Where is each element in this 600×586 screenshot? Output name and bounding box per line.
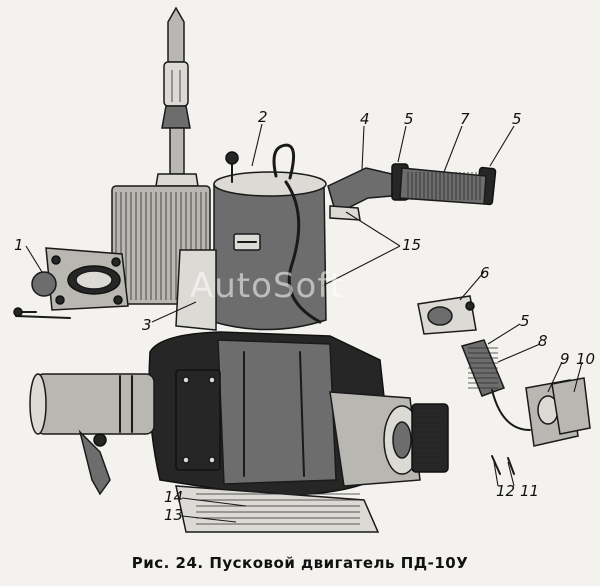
callout-15: 15	[402, 236, 422, 254]
callout-12: 12	[496, 482, 516, 500]
callout-3: 3	[142, 316, 152, 334]
callout-7: 7	[460, 110, 470, 128]
callout-8: 8	[538, 332, 548, 350]
leader-lines	[25, 123, 583, 523]
callout-5b: 5	[512, 110, 522, 128]
callout-11: 11	[520, 482, 540, 500]
callout-13: 13	[164, 506, 184, 524]
starter-cylinder	[29, 373, 155, 496]
figure-caption: Рис. 24. Пусковой двигатель ПД-10У	[131, 554, 469, 572]
fuel-line-parts	[417, 295, 591, 475]
callout-6: 6	[480, 264, 490, 282]
watermark-logo: AutoSoft	[190, 266, 345, 306]
callout-5c: 5	[520, 312, 530, 330]
exhaust-flange	[15, 247, 129, 319]
callout-5a: 5	[404, 110, 414, 128]
air-cleaner-stack	[155, 6, 199, 187]
callout-1: 1	[14, 236, 24, 254]
callout-10: 10	[576, 350, 596, 368]
callout-9: 9	[560, 350, 570, 368]
callout-14: 14	[164, 488, 184, 506]
magneto-housing	[329, 391, 449, 487]
callout-2: 2	[258, 108, 268, 126]
intake-hose-assembly	[327, 163, 497, 221]
callout-4: 4	[360, 110, 370, 128]
